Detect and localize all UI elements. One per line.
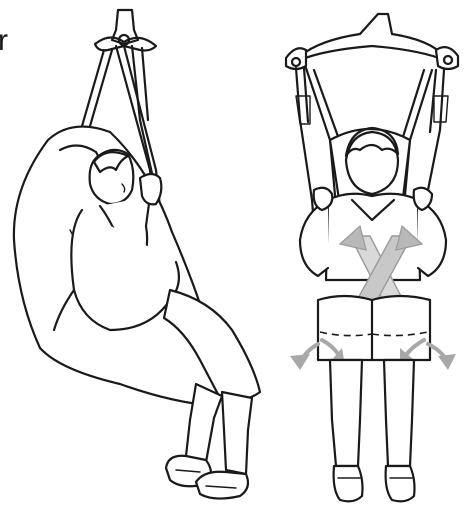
hanger-hook xyxy=(95,10,156,51)
person-head-side xyxy=(90,150,134,204)
shoe-front-right xyxy=(386,466,415,501)
side-view-seated-sling xyxy=(14,10,260,499)
shoe-front-left xyxy=(334,466,363,501)
front-view-seated-sling xyxy=(286,14,458,501)
scene-label: r xyxy=(0,24,8,57)
shoe-right xyxy=(196,472,248,499)
spreader-bar xyxy=(286,14,458,69)
